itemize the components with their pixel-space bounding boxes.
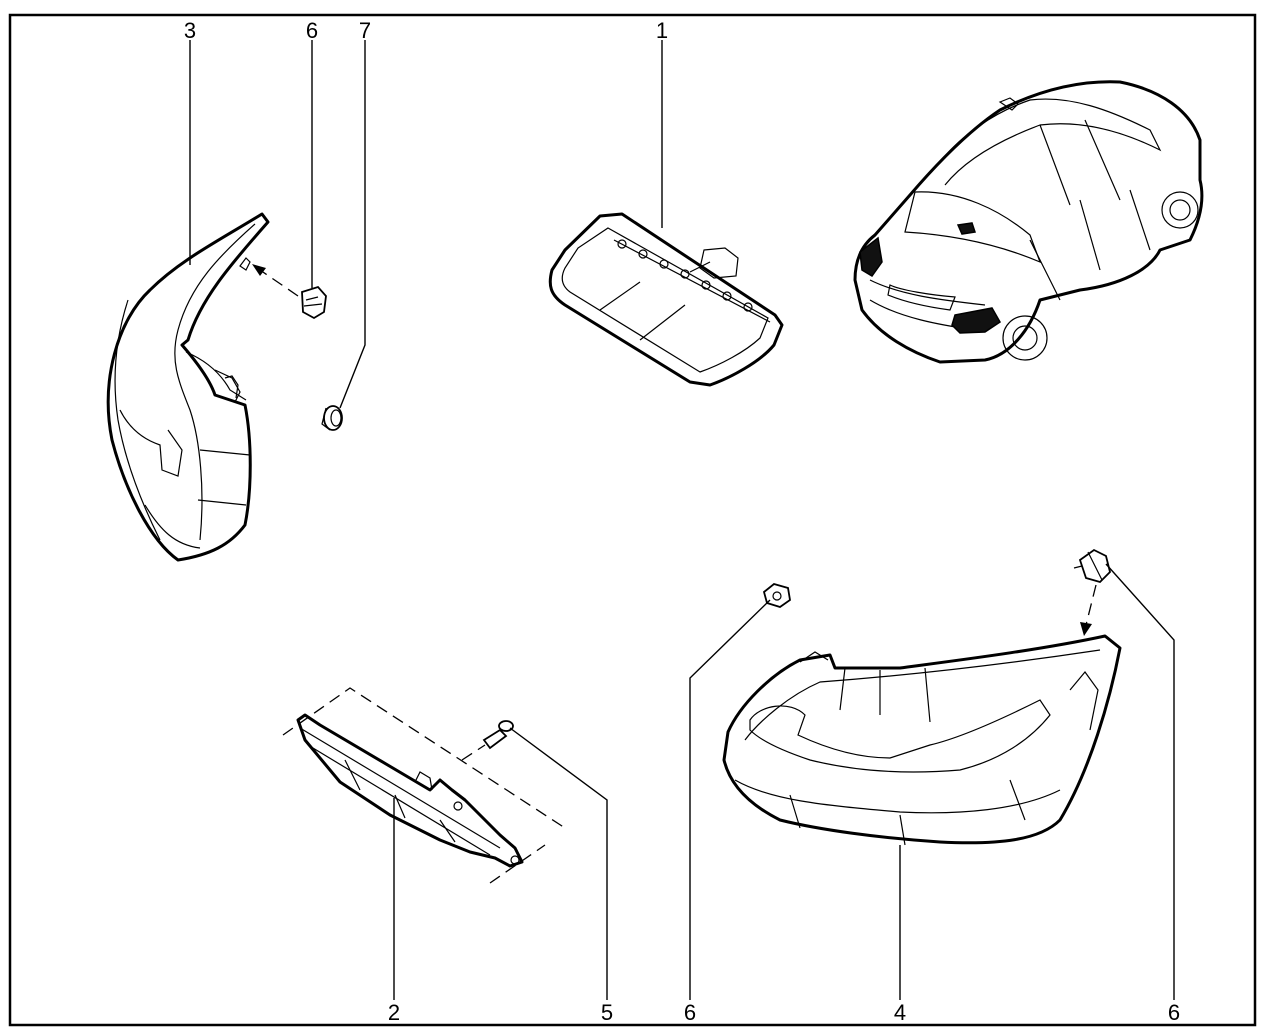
rear-reflector-lamp-icon	[296, 713, 524, 868]
callout-5: 5	[601, 1000, 613, 1025]
clip-nut-icon	[762, 583, 791, 608]
diagram-frame	[8, 13, 1257, 1027]
screw-icon	[482, 720, 514, 750]
right-rear-tail-lamp-icon	[722, 634, 1122, 846]
callout-3: 3	[184, 18, 196, 43]
arrow-icon	[1080, 622, 1092, 636]
left-rear-tail-lamp-icon	[106, 212, 270, 562]
high-mount-stop-lamp-icon	[548, 212, 784, 387]
callout-1: 1	[656, 18, 668, 43]
callout-4: 4	[894, 1000, 906, 1025]
clip-nut-icon	[1073, 548, 1111, 584]
callout-labels: 3 6 7 1 2 5 6 4 6	[184, 18, 1180, 1025]
callout-7: 7	[359, 18, 371, 43]
callout-6-top: 6	[306, 18, 318, 43]
leader-lines	[189, 40, 1175, 1000]
clip-nut-icon	[301, 285, 327, 320]
arrow-icon	[252, 264, 266, 276]
callout-6-right: 6	[1168, 1000, 1180, 1025]
car-rear-view-icon	[853, 80, 1204, 364]
grommet-icon	[321, 405, 343, 431]
callout-2: 2	[388, 1000, 400, 1025]
callout-6-middle: 6	[684, 1000, 696, 1025]
